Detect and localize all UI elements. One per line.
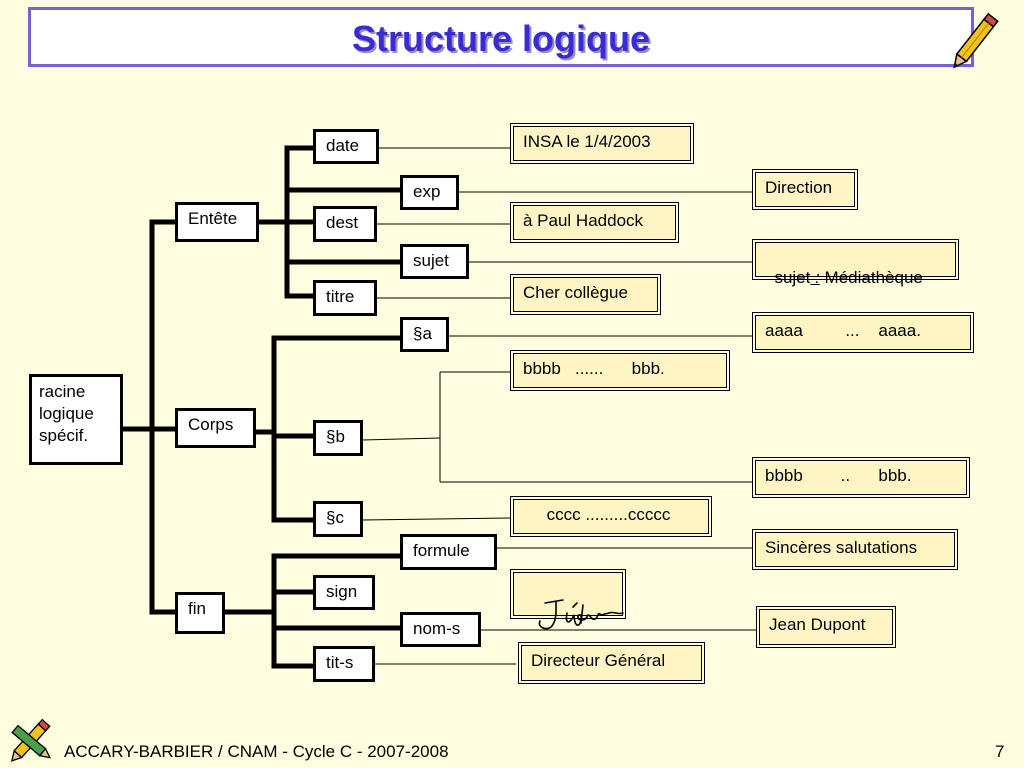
sujet-colon: : bbox=[810, 268, 820, 287]
sujet-label: sujet bbox=[774, 268, 811, 287]
sujet-value: Médiathèque bbox=[819, 268, 923, 287]
signature-image bbox=[539, 599, 625, 630]
node-nom-s: nom-s bbox=[400, 612, 481, 647]
node-para-c: §c bbox=[313, 501, 363, 537]
node-exp: exp bbox=[400, 175, 459, 210]
root-label-line-2: logique bbox=[39, 404, 94, 423]
node-date: date bbox=[313, 129, 379, 164]
node-tit-s: tit-s bbox=[313, 646, 375, 682]
content-formule: Sincères salutations bbox=[752, 529, 958, 570]
node-corps: Corps bbox=[175, 408, 256, 448]
content-tit-s: Directeur Général bbox=[518, 642, 705, 684]
node-para-a: §a bbox=[400, 317, 449, 352]
page-number: 7 bbox=[995, 742, 1005, 761]
content-dest: à Paul Haddock bbox=[510, 202, 679, 243]
content-para-c: cccc .........ccccc bbox=[510, 496, 712, 537]
node-entete: Entête bbox=[175, 202, 259, 242]
node-formule: formule bbox=[400, 534, 497, 570]
footer-text: ACCARY-BARBIER / CNAM - Cycle C - 2007-2… bbox=[64, 742, 449, 761]
node-sujet: sujet bbox=[400, 244, 469, 279]
content-sujet: sujet : Médiathèque bbox=[752, 239, 959, 287]
root-label-line-1: racine bbox=[39, 382, 86, 401]
content-sign bbox=[510, 569, 626, 630]
pencil-icon bbox=[953, 12, 999, 69]
slide-title: Structure logique bbox=[351, 18, 651, 59]
content-nom-s: Jean Dupont bbox=[756, 606, 896, 648]
node-para-b: §b bbox=[313, 420, 363, 456]
node-sign: sign bbox=[313, 575, 375, 610]
content-exp: Direction bbox=[752, 169, 858, 210]
title-bar: Structure logique bbox=[28, 7, 974, 67]
node-titre: titre bbox=[313, 280, 377, 316]
content-date: INSA le 1/4/2003 bbox=[510, 123, 694, 164]
content-para-a: aaaa ... aaaa. bbox=[752, 312, 974, 353]
node-dest: dest bbox=[313, 206, 377, 242]
content-para-b-1: bbbb ...... bbb. bbox=[510, 350, 730, 391]
node-fin: fin bbox=[175, 592, 225, 634]
content-para-b-2: bbbb .. bbb. bbox=[752, 457, 970, 498]
pencils-icon bbox=[10, 718, 52, 762]
root-label-line-3: spécif. bbox=[39, 426, 89, 445]
content-titre: Cher collègue bbox=[510, 274, 661, 315]
root-node: racine logique spécif. bbox=[29, 374, 123, 465]
